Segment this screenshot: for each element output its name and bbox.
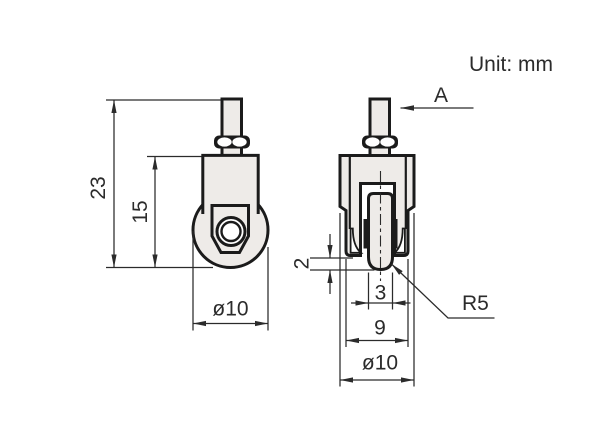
side-nut-facet-left [365, 137, 380, 147]
arrow-r5 [391, 264, 403, 275]
dim-text-roller-protrusion: 2 [291, 258, 314, 270]
front-clevis-body [201, 153, 260, 214]
arrow-9-left [346, 337, 359, 344]
arrow-dia10-front-left [193, 320, 206, 327]
arrow-2-bottom [327, 270, 333, 283]
arrow-15-top [152, 156, 158, 170]
side-hub-right [391, 219, 398, 249]
dim-text-body-height: 15 [129, 200, 152, 223]
view-a-arrowhead [400, 105, 414, 111]
leader-line-r5 [391, 263, 495, 319]
arrow-23-bottom [111, 254, 117, 268]
dim-text-roller-diameter: ø10 [212, 298, 248, 321]
arrow-dia10-side-right [401, 377, 414, 383]
dim-text-roller-width: 3 [375, 282, 387, 305]
arrow-2-top [327, 245, 333, 258]
arrow-23-top [111, 100, 117, 113]
arrow-dia10-front-right [255, 320, 268, 327]
arrow-15-bottom [152, 254, 158, 268]
side-nut-facet-right [380, 137, 395, 147]
front-nut-facet-right [232, 137, 247, 147]
dim-text-edge-radius: R5 [462, 292, 489, 315]
side-hub-left [363, 219, 370, 249]
arrow-9-right [395, 337, 408, 344]
dim-text-fork-width: 9 [374, 317, 386, 340]
dim-text-total-height: 23 [87, 176, 110, 199]
view-direction-label: A [434, 84, 448, 107]
arrow-3-left [355, 300, 369, 306]
side-leg-notch-left [349, 227, 364, 254]
side-leg-notch-right [392, 227, 406, 254]
side-view: 2 3 9 ø10 R5 A [291, 84, 495, 387]
front-nut-facet-left [217, 137, 232, 147]
front-view: 23 15 ø10 [87, 97, 270, 331]
arrow-dia10-side-left [340, 377, 353, 383]
arrow-3-right [392, 300, 406, 306]
front-axle-inner-ring [220, 220, 242, 243]
unit-note: Unit: mm [469, 53, 553, 76]
dim-text-outer-diameter: ø10 [362, 352, 398, 375]
